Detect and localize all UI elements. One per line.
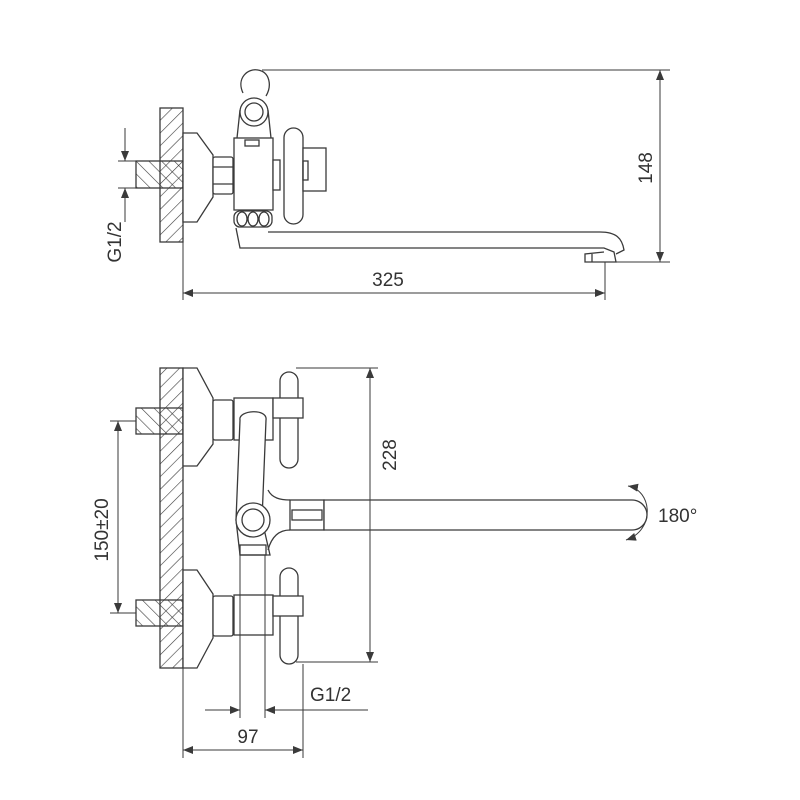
spout-connector	[289, 499, 325, 531]
rotation-label: 180°	[658, 506, 697, 527]
dim-height-148: 148	[636, 152, 657, 184]
inlet-pipe-lower	[135, 599, 184, 627]
dim-thread-bottom: G1/2	[310, 685, 351, 706]
handle	[283, 127, 304, 225]
valve-body	[233, 137, 274, 211]
diverter	[233, 210, 273, 228]
inlet-pipe	[135, 160, 184, 189]
escutcheon-upper	[182, 367, 214, 467]
front-view: 180° 228 150±20 G1/2 97	[92, 367, 697, 758]
dim-centers: 150±20	[92, 498, 113, 561]
escutcheon	[182, 132, 214, 223]
dim-depth-97: 97	[237, 727, 258, 748]
inlet-pipe-upper	[135, 407, 184, 435]
wall-section	[159, 367, 184, 669]
spout	[323, 499, 648, 531]
escutcheon-lower	[182, 569, 214, 669]
handle-upper	[279, 371, 299, 469]
handle-cap	[302, 147, 327, 192]
dim-thread-top: G1/2	[105, 221, 126, 262]
dim-length-325: 325	[372, 270, 404, 291]
shower-hook	[240, 69, 270, 97]
dim-height-228: 228	[380, 439, 401, 471]
hook-ring	[239, 97, 269, 127]
top-view: 148 325 G1/2	[105, 69, 670, 300]
nut	[212, 156, 234, 195]
spout-top	[235, 227, 625, 263]
rotation-arrow	[625, 483, 648, 541]
